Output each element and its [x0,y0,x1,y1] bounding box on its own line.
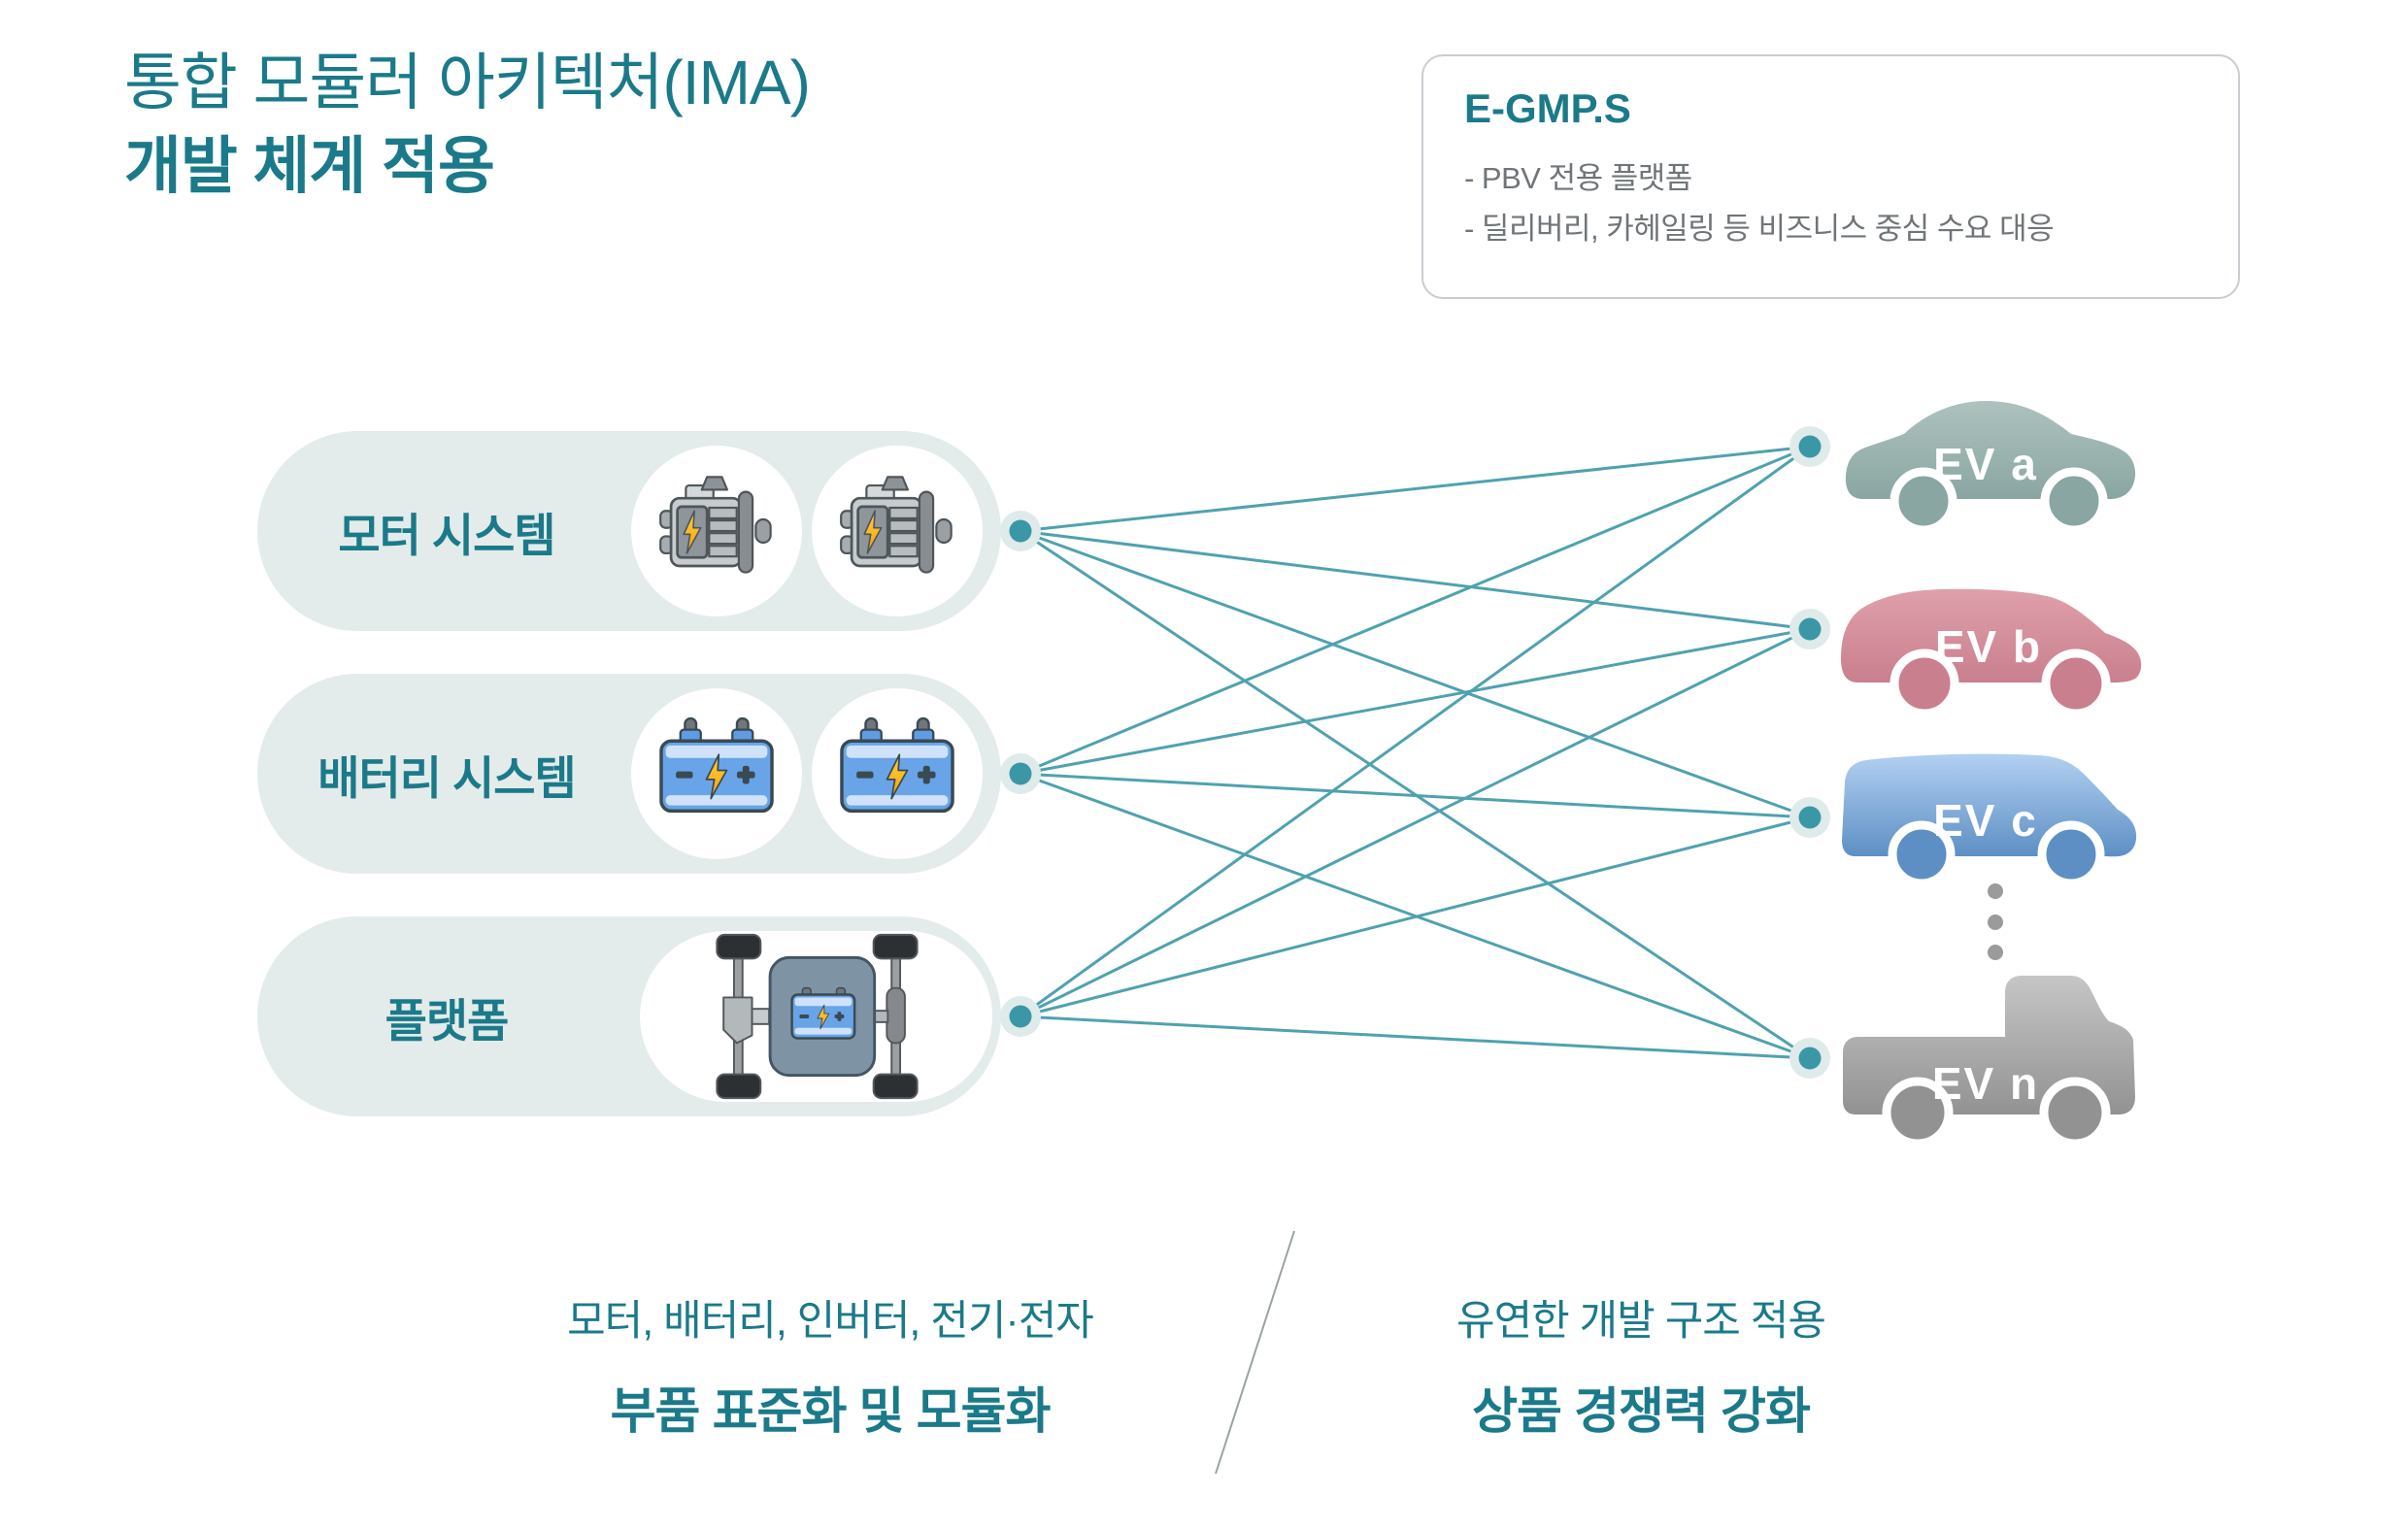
vehicle-ev-a: EV a [1845,401,2136,535]
footer-caption-competitiveness: 유연한 개발 구조 적용 상품 경쟁력 강화 [1301,1287,1981,1443]
egmps-title: E-GMP.S [1464,85,1631,131]
system-pill-motor: 모터 시스템 [257,431,1001,631]
vehicle-ev-n: EV n [1843,976,2135,1148]
system-pill-platform: 플랫폼 [257,916,1001,1116]
footer-caption-standardization: 모터, 배터리, 인버터, 전기·전자 부품 표준화 및 모듈화 [345,1287,1316,1443]
motor-icon [659,476,772,574]
vertical-ellipsis-dots [1988,883,2003,960]
battery-icon [812,688,983,859]
battery-icon [631,688,802,859]
footer-right-line1: 유연한 개발 구조 적용 [1456,1298,1826,1345]
vehicle-label: EV n [1932,1058,2039,1109]
footer-right-line2: 상품 경쟁력 강화 [1472,1383,1811,1439]
system-pill-battery: 배터리 시스템 [257,674,1001,874]
motor-icon [812,446,983,616]
right-connection-nodes [1789,426,1830,1079]
footer-left-line1: 모터, 배터리, 인버터, 전기·전자 [567,1298,1094,1345]
battery-icon [840,716,954,814]
system-label-motor: 모터 시스템 [338,509,555,561]
egmps-bullet-1: - PBV 전용 플랫폼 [1464,161,1692,195]
chassis-icon [715,933,919,1100]
system-label-battery: 배터리 시스템 [318,751,577,804]
motor-icon [840,476,953,574]
vehicle-ev-c: EV c [1842,753,2137,888]
egmps-info-box: E-GMP.S - PBV 전용 플랫폼 - 딜리버리, 카헤일링 등 비즈니스… [1421,54,2240,299]
motor-icon [631,446,802,616]
page-title: 통합 모듈러 아키텍처(IMA) 개발 체계 적용 [124,41,811,208]
vehicle-ev-b: EV b [1841,588,2142,718]
vehicle-label: EV c [1933,795,2038,846]
page-title-line2: 개발 체계 적용 [124,131,495,201]
vehicle-label: EV b [1935,621,2042,672]
vehicle-label: EV a [1933,439,2038,489]
chassis-icon [640,931,992,1102]
left-connection-nodes [1000,511,1041,1037]
battery-icon [659,716,774,814]
egmps-bullet-2: - 딜리버리, 카헤일링 등 비즈니스 중심 수요 대응 [1464,212,2055,246]
footer-left-line2: 부품 표준화 및 모듈화 [610,1383,1052,1439]
system-label-platform: 플랫폼 [385,994,510,1047]
network-lines [1020,445,1811,1060]
page-title-line1: 통합 모듈러 아키텍처(IMA) [124,48,811,117]
